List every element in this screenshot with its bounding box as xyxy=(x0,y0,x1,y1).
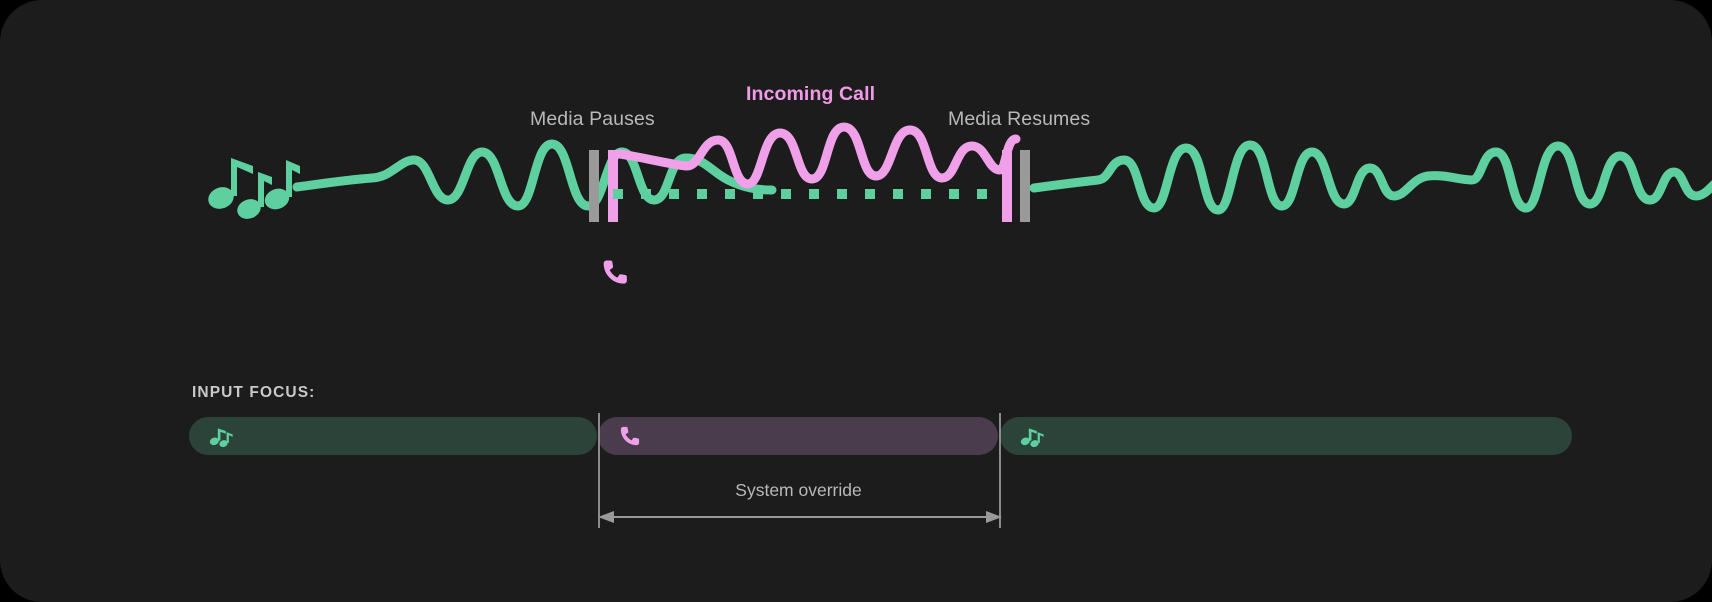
override-boundary-left xyxy=(598,413,600,528)
music-notes-icon xyxy=(208,158,300,219)
system-override-label: System override xyxy=(735,480,862,500)
pause-marker-gray-right xyxy=(1020,150,1030,222)
timeline-graphics xyxy=(208,122,1712,284)
focus-segment-call[interactable] xyxy=(598,417,998,455)
override-boundary-right xyxy=(999,413,1001,528)
input-focus-title: INPUT FOCUS: xyxy=(192,384,316,401)
label-media-pauses: Media Pauses xyxy=(530,108,655,130)
focus-segment-media-before[interactable] xyxy=(189,417,597,455)
pause-marker-pink-left xyxy=(608,150,618,222)
timeline-region: Media Pauses Incoming Call Media Resumes xyxy=(208,83,1712,284)
call-waveform xyxy=(615,122,1021,189)
media-paused-dashed-baseline xyxy=(613,189,987,199)
label-media-resumes: Media Resumes xyxy=(948,108,1091,130)
phone-icon xyxy=(603,260,627,284)
music-notes-icon xyxy=(1020,425,1046,447)
label-incoming-call: Incoming Call xyxy=(746,83,876,105)
music-notes-icon xyxy=(209,425,235,447)
media-waveform-after xyxy=(1029,140,1712,215)
focus-segment-media-after[interactable] xyxy=(1000,417,1572,455)
override-span-arrow xyxy=(598,511,1002,523)
pause-marker-gray-left xyxy=(589,150,599,222)
media-waveform-before xyxy=(292,139,777,211)
phone-icon xyxy=(618,425,641,448)
pause-marker-pink-right xyxy=(1002,150,1012,222)
